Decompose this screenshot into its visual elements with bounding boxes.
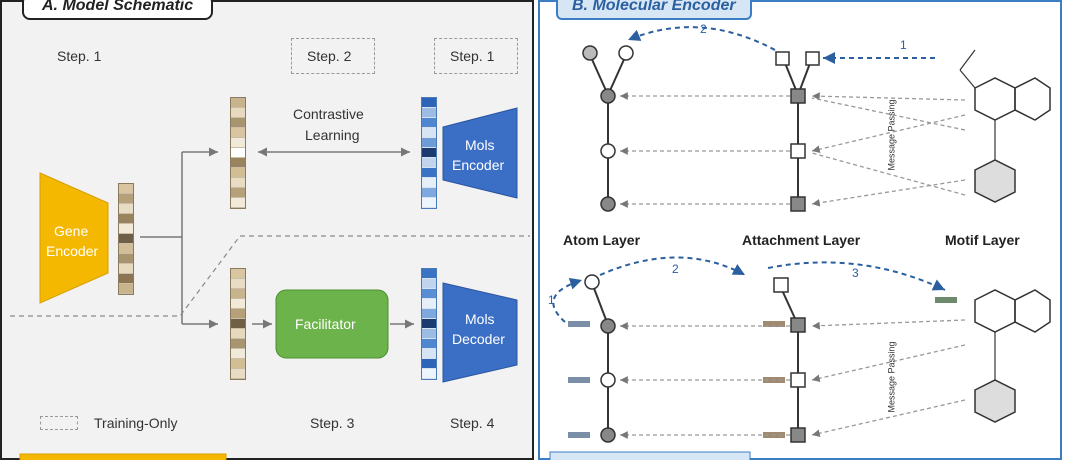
step4-label: Step. 4: [450, 415, 495, 431]
arrow-number-top-1: 1: [900, 38, 907, 52]
attachment-layer-label: Attachment Layer: [742, 232, 861, 248]
motif-layer-label: Motif Layer: [945, 232, 1020, 248]
message-passing-label-top: Message Passing: [886, 99, 897, 171]
arrow-number-bottom-3: 3: [852, 266, 859, 280]
arrow-number-top-2: 2: [700, 22, 707, 36]
upper-latent-vector: [230, 97, 246, 209]
contrastive-label: Contrastive: [293, 106, 364, 122]
bottom-molecular-graph: [552, 256, 1051, 443]
gene-encoder-block: [39, 172, 109, 304]
facilitator-block: [275, 289, 389, 359]
mols-decoder-label-2: Decoder: [452, 331, 505, 347]
mols-encoder-label-2: Encoder: [452, 157, 505, 173]
training-only-label: Training-Only: [94, 415, 178, 431]
arrow-number-bottom-2: 2: [672, 262, 679, 276]
mols-encoder-block: [442, 107, 518, 199]
gene-vector-column: [118, 183, 134, 295]
atom-layer-label: Atom Layer: [563, 232, 641, 248]
arrow-number-bottom-1: 1: [548, 293, 555, 307]
learning-label: Learning: [305, 127, 360, 143]
step2-label: Step. 2: [307, 48, 352, 64]
step1-right-label: Step. 1: [450, 48, 495, 64]
top-molecular-graph: [582, 26, 1051, 212]
gene-encoder-label-1: Gene: [54, 223, 89, 239]
message-passing-label-bottom: Message Passing: [886, 341, 897, 413]
mols-decoder-label-1: Mols: [465, 311, 495, 327]
legend-dashed-box: [40, 416, 78, 430]
mols-encoder-vector: [421, 97, 437, 209]
panel-a-title: A. Model Schematic: [22, 0, 214, 20]
facilitator-label: Facilitator: [295, 316, 356, 332]
step3-label: Step. 3: [310, 415, 355, 431]
mols-decoder-vector: [421, 268, 437, 380]
panel-b-title: B. Molecular Encoder: [556, 0, 752, 20]
step1-left-label: Step. 1: [57, 48, 102, 64]
step2-dashed-box: [291, 38, 375, 74]
step1-right-dashed-box: [434, 38, 518, 74]
lower-latent-vector: [230, 268, 246, 380]
gene-encoder-label-2: Encoder: [46, 243, 99, 259]
mols-encoder-label-1: Mols: [465, 137, 495, 153]
mols-decoder-block: [442, 282, 518, 383]
